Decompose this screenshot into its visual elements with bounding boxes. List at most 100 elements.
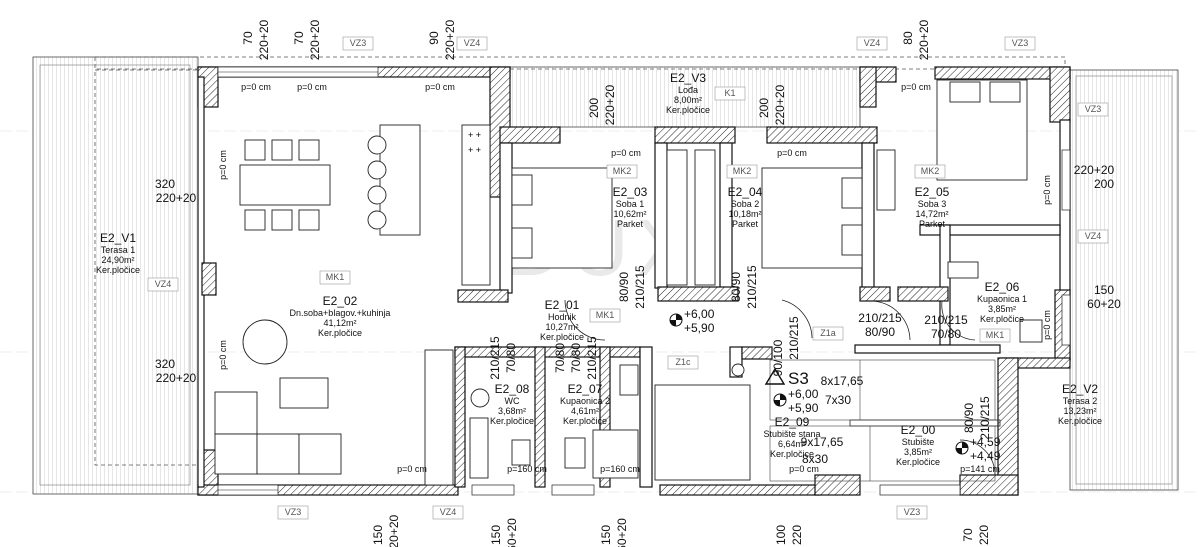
tag-label: MK1 <box>596 310 615 320</box>
wardrobes <box>666 149 716 286</box>
tag-label: VZ4 <box>464 38 481 48</box>
windows <box>217 66 1071 496</box>
room-name: Terasa 2 <box>1063 396 1098 406</box>
level-value: +6,00 <box>684 307 715 321</box>
parapet-label: p=0 cm <box>241 82 271 92</box>
room-code: E2_V2 <box>1062 382 1098 396</box>
kitchen-counter: + ++ + <box>461 124 491 286</box>
dimension: 150 <box>599 525 613 545</box>
svg-text:+ +: + + <box>468 145 481 155</box>
parapet-label: p=160 cm <box>507 464 547 474</box>
dimension: 150 <box>1094 283 1114 297</box>
tag-label: Z1a <box>820 328 836 338</box>
stair-spec: 8x17,65 <box>821 374 864 388</box>
tag-label: K1 <box>724 88 735 98</box>
level-marker: +6,00+5,90 <box>669 307 715 335</box>
tag-vz3: VZ3 <box>342 36 374 51</box>
room-name: Kupaonica 2 <box>560 396 610 406</box>
tag-mk2: MK2 <box>726 164 758 179</box>
room-finish: Ker.pločice <box>563 416 607 426</box>
room-name: Soba 1 <box>616 199 645 209</box>
parapet-label: p=141 cm <box>960 464 1000 474</box>
room-name: Terasa 1 <box>101 245 136 255</box>
tag-label: VZ4 <box>864 38 881 48</box>
room-area: 4,61m² <box>571 406 599 416</box>
level-value: +4,49 <box>970 449 1001 463</box>
parapet-label: p=0 cm <box>1042 175 1052 205</box>
room-finish: Ker.pločice <box>318 328 362 338</box>
tag-vz4: VZ4 <box>1077 229 1109 244</box>
door-swings <box>564 299 996 476</box>
room-finish: Ker.pločice <box>980 314 1024 324</box>
dimension: 70/80 <box>504 343 518 373</box>
stair-spec: 7x30 <box>825 393 851 407</box>
tag-vz4: VZ4 <box>432 505 464 520</box>
level-value: +5,90 <box>684 321 715 335</box>
tag-label: MK1 <box>326 272 345 282</box>
dimension: 80/90 <box>729 272 743 302</box>
dimension: 60+20 <box>505 518 519 547</box>
kitchen-island <box>367 124 421 236</box>
room-label: E2_02Dn.soba+blagov.+kuhinja41,12m²Ker.p… <box>290 294 391 338</box>
tag-label: VZ3 <box>904 507 921 517</box>
dimension: 70/80 <box>931 327 961 341</box>
tag-mk2: MK2 <box>606 164 638 179</box>
dimension: 80 <box>901 31 915 45</box>
tag-vz3: VZ3 <box>277 505 309 520</box>
dimension: 220+20 <box>917 19 931 60</box>
room-area: 10,27m² <box>545 322 578 332</box>
dimension: 220 <box>977 525 991 545</box>
tag-label: VZ3 <box>1012 38 1029 48</box>
tag-mk1: MK1 <box>319 270 351 285</box>
dimension: 70 <box>292 31 306 45</box>
tag-vz4: VZ4 <box>856 36 888 51</box>
room-name: Lođa <box>678 85 698 95</box>
stair-spec: 8x30 <box>802 452 828 466</box>
room-finish: Parket <box>919 219 946 229</box>
tag-label: VZ4 <box>440 507 457 517</box>
room-code: E2_00 <box>901 423 936 437</box>
dimension: 210/215 <box>633 265 647 309</box>
dimension: 200 <box>587 98 601 118</box>
level-value: +6,00 <box>788 387 819 401</box>
room-area: 10,62m² <box>613 209 646 219</box>
dimension: 220+20 <box>443 19 457 60</box>
room-area: 41,12m² <box>323 318 356 328</box>
dimension: 220+20 <box>1074 163 1115 177</box>
tag-label: MK2 <box>733 166 752 176</box>
room-finish: Ker.pločice <box>896 457 940 467</box>
dimension: 200 <box>757 98 771 118</box>
parapet-label: p=0 cm <box>611 148 641 158</box>
level-value: +5,90 <box>788 401 819 415</box>
room-finish: Ker.pločice <box>96 265 140 275</box>
room-area: 3,85m² <box>988 304 1016 314</box>
roof-edge <box>94 56 1066 70</box>
room-code: E2_V1 <box>100 231 136 245</box>
level-marker: +6,00+5,90 <box>773 387 819 415</box>
dimension: 60+20 <box>615 518 629 547</box>
room-name: Soba 3 <box>918 199 947 209</box>
parapet-label: p=0 cm <box>397 464 427 474</box>
interior-walls <box>454 126 1061 488</box>
parapet-label: p=0 cm <box>1042 310 1052 340</box>
room-area: 24,90m² <box>101 255 134 265</box>
tag-vz3: VZ3 <box>1077 102 1109 117</box>
dimension: 150 <box>489 525 503 545</box>
room-area: 8,00m² <box>674 95 702 105</box>
room-finish: Ker.pločice <box>770 449 814 459</box>
tag-label: VZ4 <box>155 279 172 289</box>
beds <box>511 79 1028 269</box>
dimension: 70 <box>241 31 255 45</box>
dimension: 200 <box>1094 177 1114 191</box>
room-code: E2_01 <box>545 298 580 312</box>
room-code: E2_V3 <box>670 71 706 85</box>
